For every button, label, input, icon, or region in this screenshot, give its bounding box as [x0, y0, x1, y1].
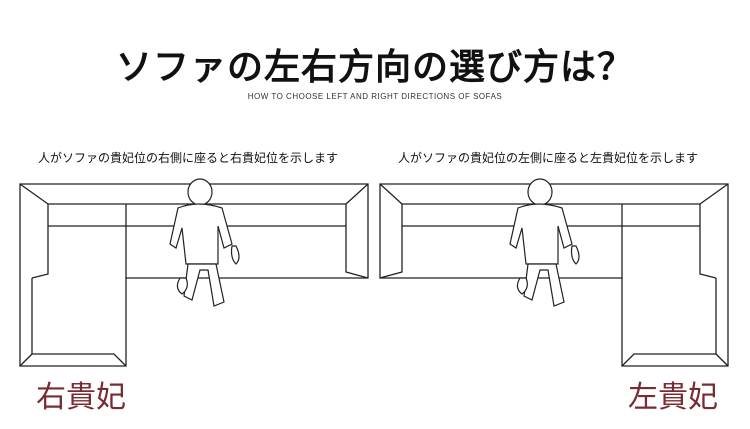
caption-left: 人がソファの貴妃位の右側に座ると右貴妃位を示します: [38, 151, 339, 165]
person-figure-right: [509, 178, 580, 307]
label-left-chaise: 左貴妃: [628, 380, 718, 415]
sofa-left-chaise-illustration: [379, 178, 729, 367]
caption-right: 人がソファの貴妃位の左側に座ると左貴妃位を示します: [398, 151, 699, 165]
label-right-chaise: 右貴妃: [36, 380, 126, 415]
person-figure-left: [169, 178, 240, 307]
page-subtitle: HOW TO CHOOSE LEFT AND RIGHT DIRECTIONS …: [247, 92, 503, 101]
page-title: ソファの左右方向の選び方は？: [115, 47, 634, 88]
sofa-right-chaise-illustration: [19, 178, 369, 367]
